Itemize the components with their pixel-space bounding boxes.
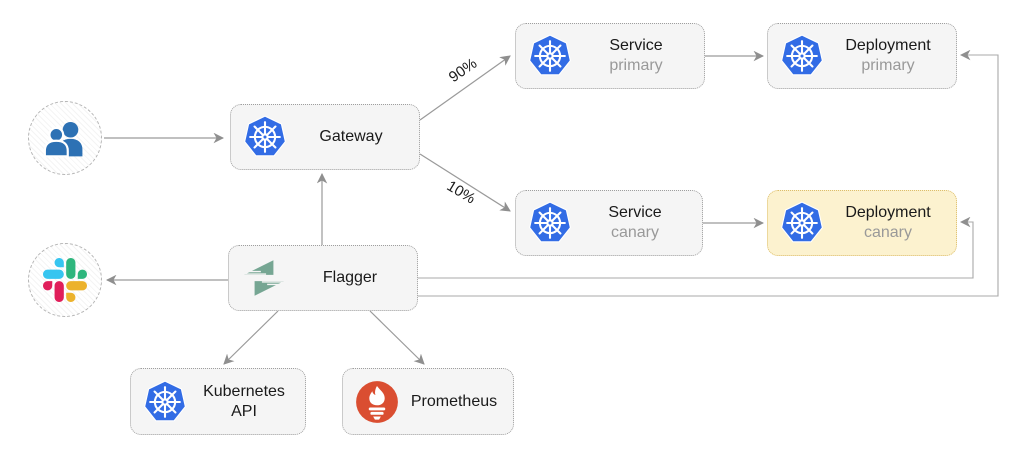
flagger-node: Flagger [228,245,418,311]
edge-flagger-to-deployment-primary [418,49,999,297]
service-canary-label: Service [608,204,662,221]
kubernetes-api-label-line2: API [231,402,257,420]
deployment-primary-sublabel: primary [861,57,915,74]
prometheus-icon [355,380,399,424]
service-primary-label: Service [609,37,663,54]
kubernetes-icon [143,380,187,424]
kubernetes-icon [780,201,824,245]
gateway-label: Gateway [319,128,383,145]
flagger-icon [241,257,287,299]
deployment-primary-node: Deployment primary [767,23,957,89]
edge-flagger-to-kubernetes-api [223,310,279,365]
kubernetes-icon [243,115,287,159]
deployment-canary-node: Deployment canary [767,190,957,256]
kubernetes-icon [528,34,572,78]
deployment-canary-label: Deployment [845,204,931,221]
users-icon [43,116,87,160]
service-primary-sublabel: primary [609,57,663,74]
service-canary-node: Service canary [515,190,703,256]
deployment-canary-sublabel: canary [863,224,913,241]
kubernetes-icon [528,201,572,245]
prometheus-node: Prometheus [342,368,514,435]
service-primary-node: Service primary [515,23,705,89]
kubernetes-api-label-line1: Kubernetes [203,382,285,400]
edge-flagger-to-prometheus [369,310,425,365]
slack-icon [43,258,87,302]
prometheus-label: Prometheus [410,392,498,410]
gateway-node: Gateway [230,104,420,170]
traffic-weight-primary-label: 90% [445,54,481,87]
slack-actor [28,243,102,317]
users-actor [28,101,102,175]
service-canary-sublabel: canary [610,224,660,241]
kubernetes-icon [780,34,824,78]
traffic-weight-canary-label: 10% [443,177,479,208]
deployment-primary-label: Deployment [845,37,931,54]
flagger-label: Flagger [322,269,378,286]
kubernetes-api-node: Kubernetes API [130,368,306,435]
